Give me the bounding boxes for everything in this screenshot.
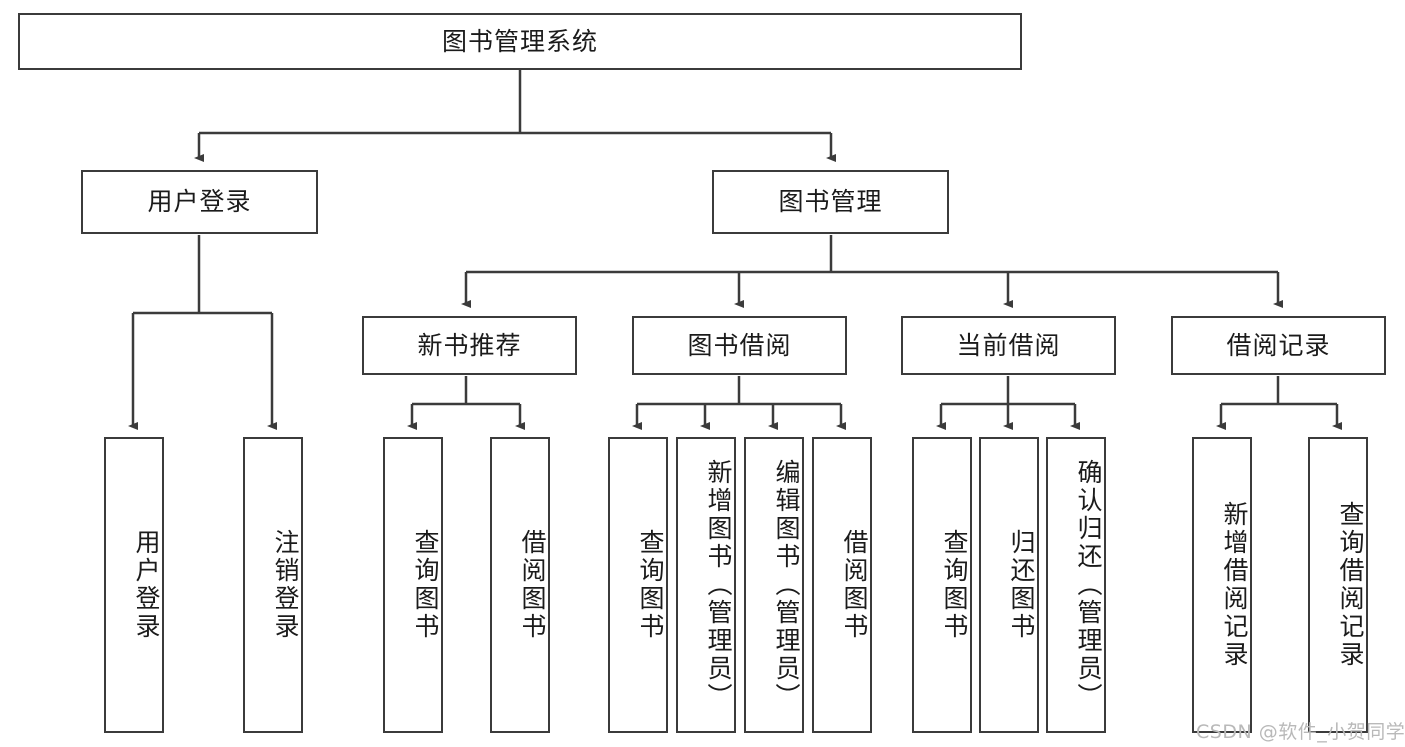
node-label: 新增图书（管理员） — [704, 459, 733, 711]
leaf-current-borrow-return-book[interactable]: 归还图书 — [979, 437, 1039, 733]
node-label: 新增借阅记录 — [1220, 501, 1249, 669]
node-label: 编辑图书（管理员） — [772, 459, 801, 711]
csdn-watermark: CSDN @软件_小贺同学 — [1196, 717, 1405, 744]
node-label: 借阅图书 — [840, 529, 869, 641]
node-borrow-record[interactable]: 借阅记录 — [1171, 316, 1386, 375]
node-label: 查询借阅记录 — [1336, 501, 1365, 669]
node-label: 归还图书 — [1007, 529, 1036, 641]
node-new-book-recommend[interactable]: 新书推荐 — [362, 316, 577, 375]
node-user-login[interactable]: 用户登录 — [81, 170, 318, 234]
leaf-user-login-login[interactable]: 用户登录 — [104, 437, 164, 733]
node-label: 查询图书 — [411, 529, 440, 641]
leaf-book-borrow-borrow-book[interactable]: 借阅图书 — [812, 437, 872, 733]
node-label: 查询图书 — [636, 529, 665, 641]
leaf-user-login-logout[interactable]: 注销登录 — [243, 437, 303, 733]
node-label: 当前借阅 — [956, 330, 1061, 360]
node-label: 用户登录 — [147, 187, 252, 216]
leaf-book-borrow-add-book-admin[interactable]: 新增图书（管理员） — [676, 437, 736, 733]
leaf-book-borrow-query-book[interactable]: 查询图书 — [608, 437, 668, 733]
node-label: 借阅图书 — [518, 529, 547, 641]
watermark-text: CSDN @软件_小贺同学 — [1196, 721, 1405, 743]
node-label: 图书借阅 — [687, 330, 792, 360]
node-label: 查询图书 — [940, 529, 969, 641]
leaf-current-borrow-confirm-return-admin[interactable]: 确认归还（管理员） — [1046, 437, 1106, 733]
node-current-borrow[interactable]: 当前借阅 — [901, 316, 1116, 375]
node-label: 确认归还（管理员） — [1074, 459, 1103, 711]
node-book-management[interactable]: 图书管理 — [712, 170, 949, 234]
leaf-borrow-record-query-record[interactable]: 查询借阅记录 — [1308, 437, 1368, 733]
node-label: 图书管理 — [778, 187, 883, 216]
node-root-book-management-system[interactable]: 图书管理系统 — [18, 13, 1022, 70]
node-label: 新书推荐 — [417, 330, 522, 360]
leaf-new-book-query-book[interactable]: 查询图书 — [383, 437, 443, 733]
node-label: 注销登录 — [271, 529, 300, 641]
node-label: 借阅记录 — [1226, 330, 1331, 360]
node-label: 图书管理系统 — [441, 26, 598, 56]
leaf-borrow-record-add-record[interactable]: 新增借阅记录 — [1192, 437, 1252, 733]
leaf-current-borrow-query-book[interactable]: 查询图书 — [912, 437, 972, 733]
node-book-borrow[interactable]: 图书借阅 — [632, 316, 847, 375]
leaf-book-borrow-edit-book-admin[interactable]: 编辑图书（管理员） — [744, 437, 804, 733]
leaf-new-book-borrow-book[interactable]: 借阅图书 — [490, 437, 550, 733]
node-label: 用户登录 — [132, 529, 161, 641]
